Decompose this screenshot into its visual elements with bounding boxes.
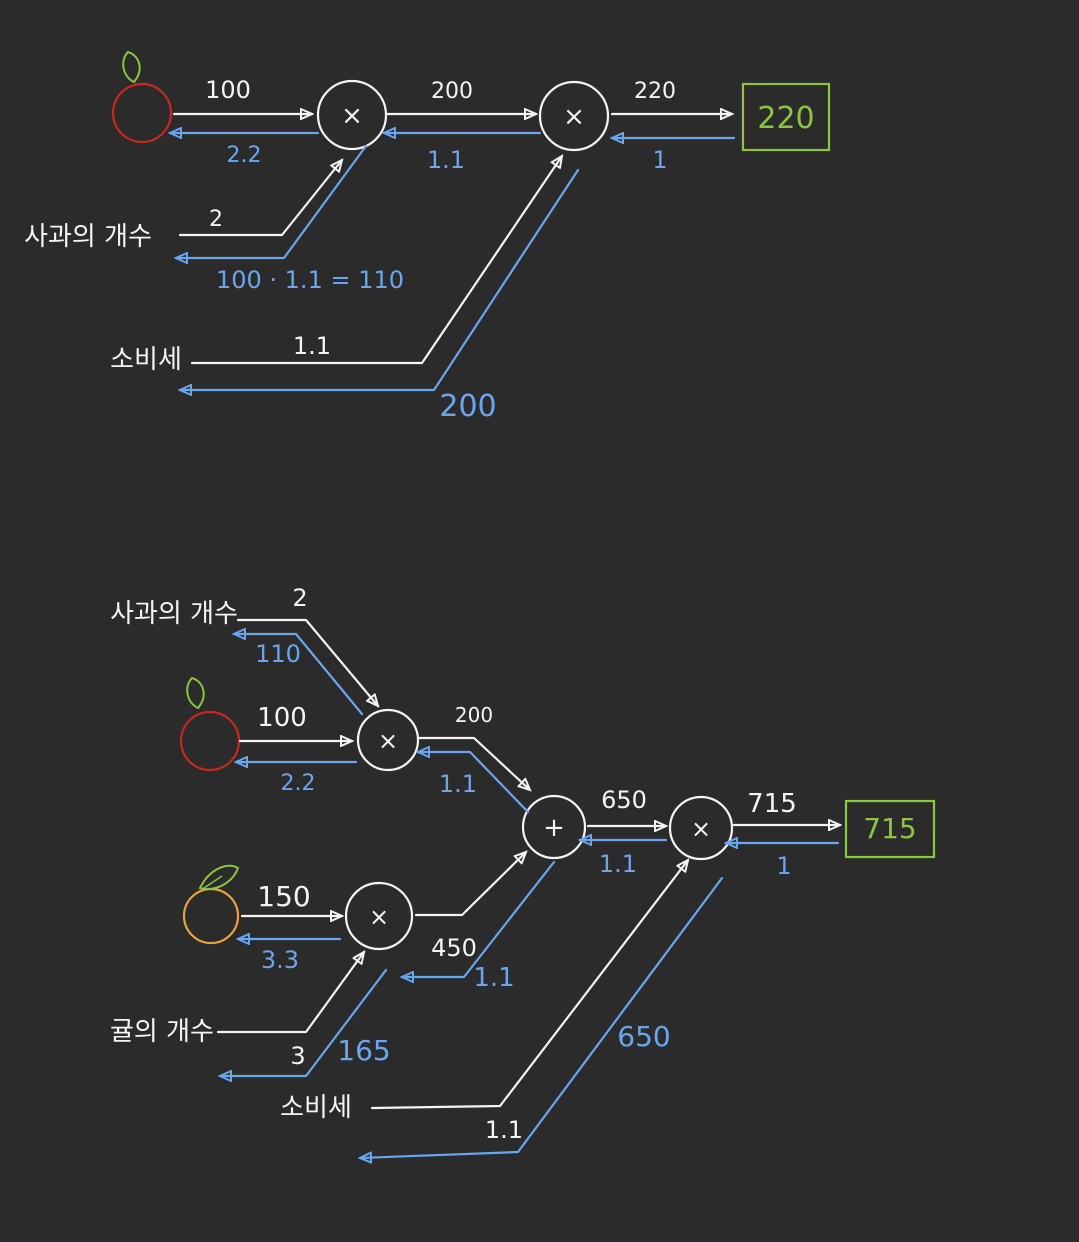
edge-apple-mul-backward xyxy=(418,752,530,814)
mul1-backward-value: 1.1 xyxy=(427,146,465,174)
top-graph: × × 220 100 2.2 200 1.1 220 1 사과의 개수 2 1 xyxy=(24,50,831,424)
orange-forward-value: 150 xyxy=(257,880,310,913)
add-backward-value: 1.1 xyxy=(599,850,637,878)
final-multiply-node: × xyxy=(668,795,734,861)
multiply-node-2-op: × xyxy=(563,102,585,132)
apple-count-backward-value: 100 · 1.1 = 110 xyxy=(216,266,404,294)
apple-forward-value: 100 xyxy=(257,703,307,733)
tax-label: 소비세 xyxy=(280,1093,352,1123)
edge-tax-forward xyxy=(190,156,562,365)
bottom-graph: × × + × 715 xyxy=(110,584,936,1158)
edge-tax-forward xyxy=(370,860,688,1110)
apple-backward-value: 2.2 xyxy=(227,143,262,168)
apple-icon xyxy=(179,676,241,772)
multiply-node-2: × xyxy=(538,80,610,152)
edge-tax-backward xyxy=(180,168,580,390)
edge-orange-count-forward xyxy=(216,952,364,1034)
final-backward-value: 1 xyxy=(776,852,791,880)
apple-mul-output-value: 200 xyxy=(455,703,493,727)
orange-count-backward-value: 165 xyxy=(337,1034,390,1067)
result-value: 220 xyxy=(757,101,814,136)
orange-mul-backward-value: 1.1 xyxy=(473,963,514,993)
apple-count-label: 사과의 개수 xyxy=(24,222,152,252)
orange-multiply-node: × xyxy=(344,881,414,951)
orange-count-label: 귤의 개수 xyxy=(110,1017,214,1047)
apple-icon xyxy=(111,50,173,144)
tax-backward-value: 650 xyxy=(617,1020,670,1053)
apple-multiply-node: × xyxy=(356,708,420,772)
add-output-value: 650 xyxy=(601,786,647,814)
mul2-backward-value: 1 xyxy=(652,146,667,174)
edge-apple-count-backward xyxy=(234,634,364,716)
apple-count-forward-value: 2 xyxy=(292,584,307,612)
tax-label: 소비세 xyxy=(110,345,182,375)
result-box: 715 xyxy=(844,799,936,859)
final-output-value: 715 xyxy=(747,789,797,819)
orange-backward-value: 3.3 xyxy=(261,946,299,974)
mul1-output-value: 200 xyxy=(431,79,473,104)
edge-apple-count-forward xyxy=(236,618,378,706)
final-multiply-op: × xyxy=(691,815,711,843)
edge-tax-backward xyxy=(360,876,724,1158)
orange-count-forward-value: 3 xyxy=(290,1042,305,1070)
apple-backward-value: 2.2 xyxy=(281,771,316,796)
apple-mul-backward-value: 1.1 xyxy=(439,770,477,798)
tax-forward-value: 1.1 xyxy=(485,1116,523,1144)
multiply-node-1-op: × xyxy=(341,101,363,131)
edge-orange-mul-forward xyxy=(414,852,526,917)
tax-backward-value: 200 xyxy=(439,389,496,424)
result-box: 220 xyxy=(741,82,831,152)
edge-orange-count-backward xyxy=(220,968,388,1076)
add-node: + xyxy=(521,794,587,860)
apple-count-backward-value: 110 xyxy=(255,640,301,668)
orange-multiply-op: × xyxy=(369,903,389,931)
apple-count-forward-value: 2 xyxy=(209,207,223,232)
mul2-output-value: 220 xyxy=(634,79,676,104)
add-op: + xyxy=(543,813,565,843)
apple-count-label: 사과의 개수 xyxy=(110,599,238,629)
edge-apple-mul-forward xyxy=(416,736,530,790)
orange-mul-output-value: 450 xyxy=(431,934,477,962)
result-value: 715 xyxy=(863,812,916,845)
edge-count-backward xyxy=(176,144,368,258)
tax-forward-value: 1.1 xyxy=(293,332,331,360)
apple-multiply-op: × xyxy=(378,727,398,755)
edge-orange-mul-backward xyxy=(402,860,556,977)
multiply-node-1: × xyxy=(316,79,388,151)
apple-forward-value: 100 xyxy=(205,76,251,104)
orange-icon xyxy=(182,864,240,945)
edge-count-forward xyxy=(178,160,342,237)
